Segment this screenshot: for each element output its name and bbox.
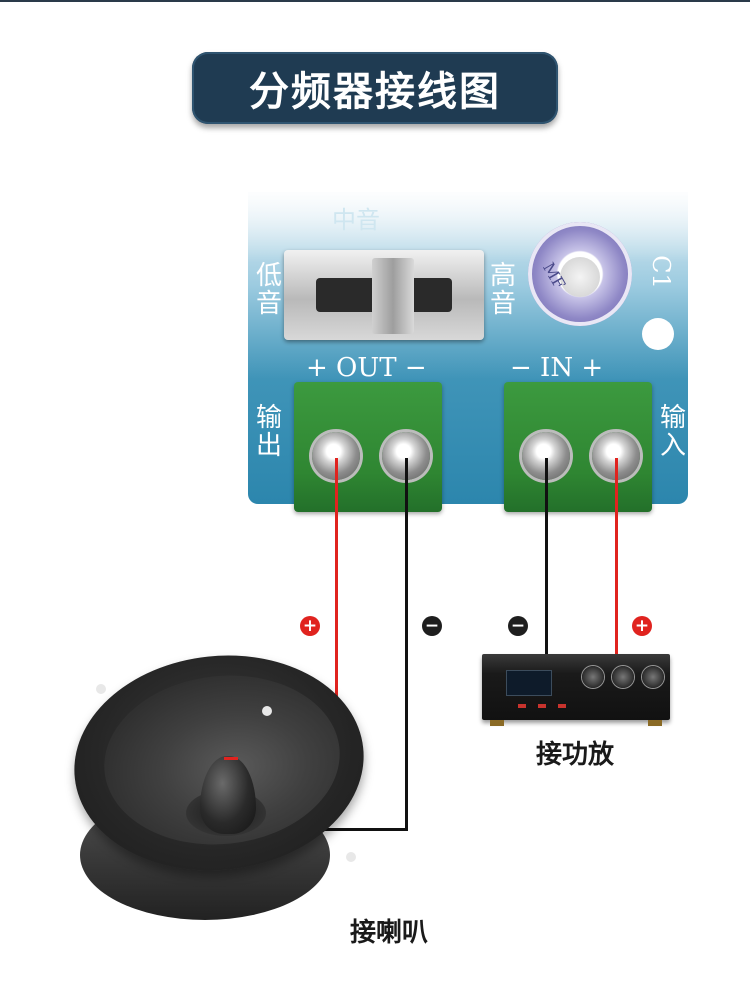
page-title: 分频器接线图 (192, 52, 558, 124)
amplifier-foot-right (648, 720, 662, 726)
input-label: 输入 (660, 403, 687, 461)
in-minus-marker: − (508, 616, 528, 636)
amplifier-display (506, 670, 552, 696)
capacitor-top (560, 257, 600, 297)
amplifier-knob-1 (582, 666, 604, 688)
amplifier-knob-2 (612, 666, 634, 688)
amplifier-indicator-2 (538, 704, 546, 708)
out-plus-wire (335, 458, 338, 758)
out-label: + OUT − (306, 353, 427, 383)
in-minus-wire (545, 458, 548, 656)
top-divider (0, 0, 750, 2)
amplifier-foot-left (490, 720, 504, 726)
speaker-mount-hole-1 (96, 684, 106, 694)
mid-label: 中音 (332, 206, 380, 234)
out-plus-marker: + (300, 616, 320, 636)
out-minus-marker: − (422, 616, 442, 636)
amplifier-caption: 接功放 (536, 740, 615, 770)
in-label: − IN + (510, 353, 604, 383)
high-label: 高音 (490, 261, 517, 319)
speaker-mount-hole-3 (346, 852, 356, 862)
amplifier-indicator-3 (558, 704, 566, 708)
cap-label: C1 (646, 255, 675, 289)
speaker-dust-cap (200, 756, 256, 834)
speaker-plus-lead (224, 757, 238, 760)
out-minus-wire (405, 458, 408, 830)
speaker-mount-hole-2 (262, 706, 272, 716)
mounting-hole (642, 318, 674, 350)
in-plus-marker: + (632, 616, 652, 636)
switch-knob[interactable] (372, 258, 414, 334)
speaker-caption: 接喇叭 (350, 918, 429, 948)
low-label: 低音 (256, 261, 283, 319)
amplifier-knob-3 (642, 666, 664, 688)
amplifier-indicator-1 (518, 704, 526, 708)
in-plus-wire (615, 458, 618, 656)
output-label: 输出 (256, 403, 283, 461)
